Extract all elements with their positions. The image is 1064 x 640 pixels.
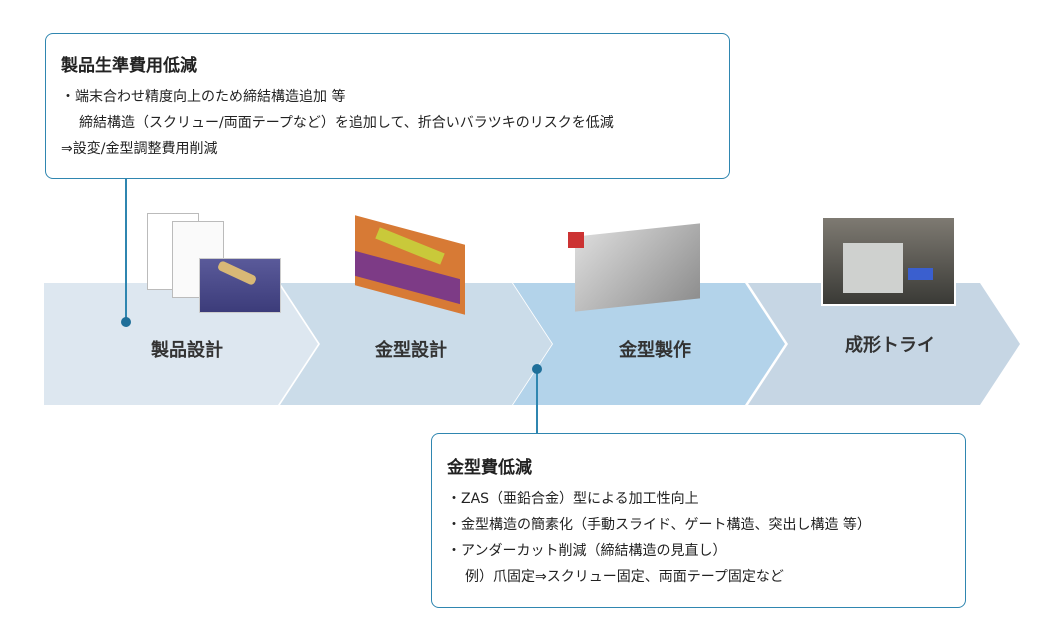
callout-line: ・金型構造の簡素化（手動スライド、ゲート構造、突出し構造 等） — [447, 517, 871, 533]
callout-line: ・ZAS（亜鉛合金）型による加工性向上 — [447, 491, 699, 507]
connector-dot-top — [121, 317, 131, 327]
callout-line: ・端末合わせ精度向上のため締結構造追加 等 — [61, 89, 346, 105]
callout-title: 金型費低減 — [447, 458, 532, 478]
callout-line: 締結構造（スクリュー/両面テープなど）を追加して、折合いバラツキのリスクを低減 — [79, 115, 614, 131]
step-mold-design: 金型設計 — [375, 340, 447, 361]
step-mold-manufacturing: 金型製作 — [619, 340, 691, 361]
callout-mold-cost-reduction: 金型費低減 ・ZAS（亜鉛合金）型による加工性向上 ・金型構造の簡素化（手動スラ… — [431, 433, 966, 608]
chevron-3 — [513, 283, 785, 405]
mold-manufacturing-image — [565, 222, 705, 312]
step-product-design: 製品設計 — [151, 340, 223, 361]
callout-line: ⇒設変/金型調整費用削減 — [61, 141, 218, 157]
molding-trial-image — [821, 216, 956, 306]
callout-line: 例）爪固定⇒スクリュー固定、両面テープ固定など — [465, 569, 784, 585]
chevron-2 — [280, 283, 552, 405]
connector-dot-bottom — [532, 364, 542, 374]
mold-design-image — [350, 210, 475, 318]
step-molding-trial: 成形トライ — [845, 335, 935, 356]
callout-line: ・アンダーカット削減（締結構造の見直し） — [447, 543, 727, 559]
callout-title: 製品生準費用低減 — [61, 56, 197, 76]
chevron-1 — [44, 283, 318, 405]
callout-product-cost-reduction: 製品生準費用低減 ・端末合わせ精度向上のため締結構造追加 等 締結構造（スクリュ… — [45, 33, 730, 179]
chevron-4 — [748, 283, 1020, 405]
product-drawing-image — [147, 213, 287, 323]
